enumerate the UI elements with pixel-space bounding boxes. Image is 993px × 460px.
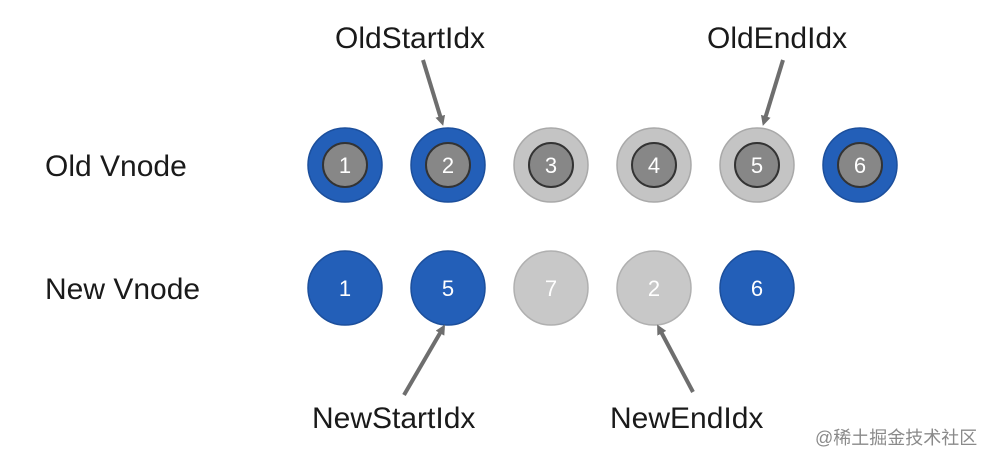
new-vnode-row-label: New Vnode bbox=[45, 273, 201, 306]
old-vnode-label: 2 bbox=[442, 153, 454, 178]
old-vnode-label: 1 bbox=[339, 153, 351, 178]
new-start-arrow bbox=[402, 324, 446, 397]
old-start-idx-label: OldStartIdx bbox=[335, 22, 486, 55]
old-vnode-inner bbox=[631, 142, 677, 188]
old-vnode-row: 1 2 3 4 5 6 bbox=[307, 127, 898, 203]
old-vnode-2: 2 bbox=[410, 127, 486, 203]
old-vnode-inner bbox=[322, 142, 368, 188]
new-vnode-2: 5 bbox=[410, 250, 486, 326]
old-vnode-3: 3 bbox=[513, 127, 589, 203]
old-vnode-label: 5 bbox=[751, 153, 763, 178]
new-end-arrow bbox=[657, 324, 695, 393]
new-vnode-circle bbox=[513, 250, 589, 326]
new-vnode-label: 5 bbox=[442, 276, 454, 301]
old-vnode-1: 1 bbox=[307, 127, 383, 203]
new-vnode-4: 2 bbox=[616, 250, 692, 326]
old-vnode-inner bbox=[734, 142, 780, 188]
old-vnode-label: 6 bbox=[854, 153, 866, 178]
new-vnode-circle bbox=[719, 250, 795, 326]
new-vnode-circle bbox=[307, 250, 383, 326]
new-end-idx-label: NewEndIdx bbox=[610, 402, 764, 435]
old-vnode-6: 6 bbox=[822, 127, 898, 203]
new-vnode-label: 6 bbox=[751, 276, 763, 301]
old-vnode-5: 5 bbox=[719, 127, 795, 203]
old-vnode-row-label: Old Vnode bbox=[45, 150, 187, 183]
old-vnode-inner bbox=[425, 142, 471, 188]
new-start-idx-label: NewStartIdx bbox=[312, 402, 476, 435]
watermark: @稀土掘金技术社区 bbox=[815, 428, 978, 448]
new-vnode-row: 1 5 7 2 6 bbox=[307, 250, 795, 326]
new-vnode-label: 7 bbox=[545, 276, 557, 301]
old-start-arrow bbox=[421, 59, 446, 126]
old-vnode-inner bbox=[837, 142, 883, 188]
new-vnode-5: 6 bbox=[719, 250, 795, 326]
new-vnode-label: 2 bbox=[648, 276, 660, 301]
old-vnode-label: 3 bbox=[545, 153, 557, 178]
new-vnode-circle bbox=[616, 250, 692, 326]
old-vnode-inner bbox=[528, 142, 574, 188]
old-end-idx-label: OldEndIdx bbox=[707, 22, 848, 55]
old-vnode-label: 4 bbox=[648, 153, 660, 178]
new-vnode-1: 1 bbox=[307, 250, 383, 326]
new-vnode-circle bbox=[410, 250, 486, 326]
new-vnode-3: 7 bbox=[513, 250, 589, 326]
new-vnode-label: 1 bbox=[339, 276, 351, 301]
pointer-arrows bbox=[402, 59, 785, 397]
old-vnode-4: 4 bbox=[616, 127, 692, 203]
old-end-arrow bbox=[760, 59, 785, 126]
